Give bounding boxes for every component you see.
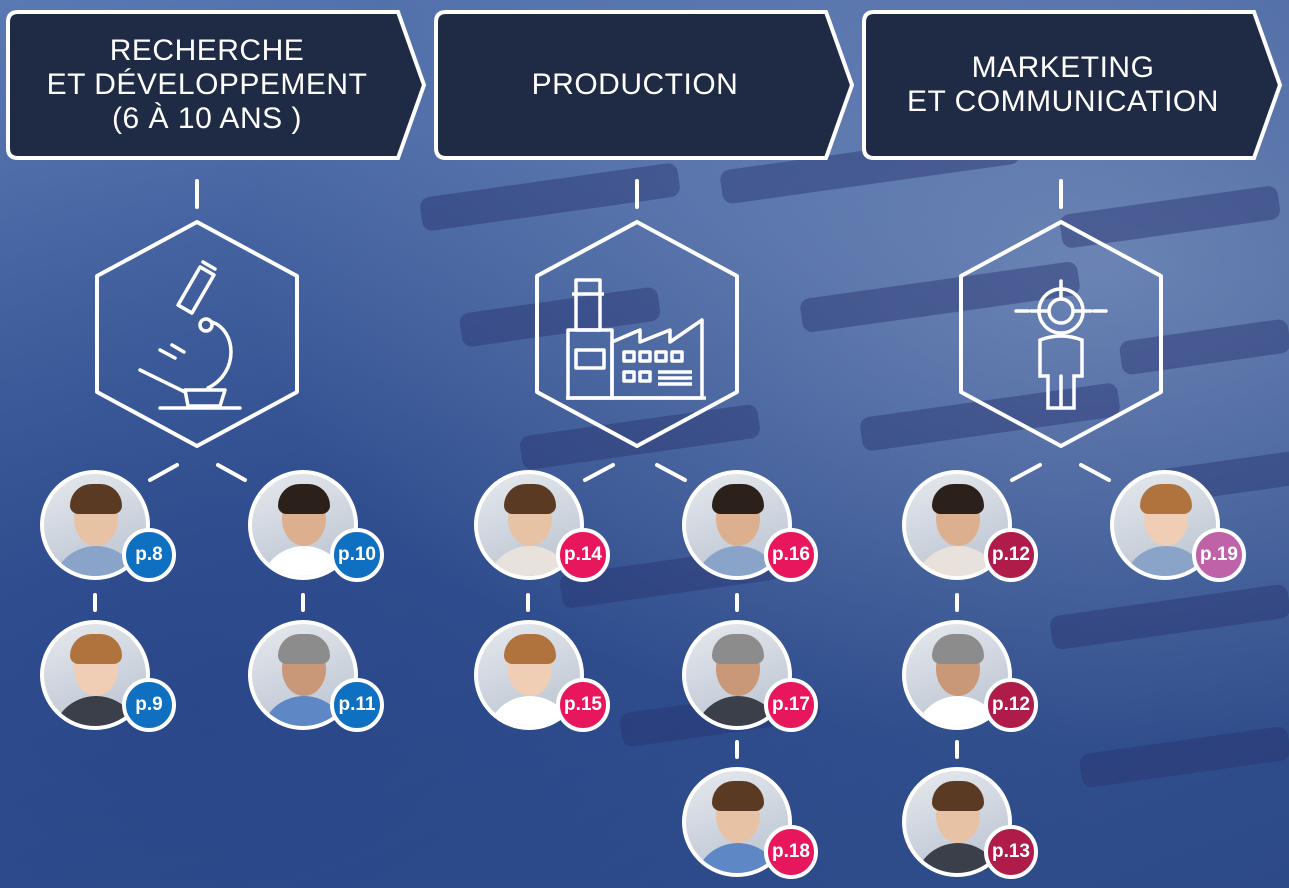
banner-shape-rd: [6, 10, 427, 160]
page-badge[interactable]: p.12: [984, 678, 1038, 732]
factory-icon: [566, 278, 706, 400]
banner-shape-marketing: [862, 10, 1283, 160]
page-badge[interactable]: p.17: [764, 678, 818, 732]
page-badge[interactable]: p.9: [122, 678, 176, 732]
banner-marketing-communication: MARKETING ET COMMUNICATION: [907, 51, 1219, 118]
page-badge[interactable]: p.13: [984, 825, 1038, 879]
page-badge[interactable]: p.8: [122, 528, 176, 582]
page-badge[interactable]: p.11: [330, 678, 384, 732]
banner-recherche-developpement: RECHERCHE ET DÉVELOPPEMENT (6 À 10 ANS ): [46, 34, 368, 135]
hexagon-production: [535, 220, 739, 448]
page-badge[interactable]: p.12: [984, 528, 1038, 582]
banner-shape-production: [434, 10, 855, 160]
portrait-photo: [248, 470, 358, 580]
page-badge[interactable]: p.15: [556, 678, 610, 732]
hexagon-rd: [95, 220, 299, 448]
page-badge[interactable]: p.10: [330, 528, 384, 582]
hexagon-marketing: [959, 220, 1163, 448]
target-person-icon: [1014, 279, 1108, 410]
page-badge[interactable]: p.14: [556, 528, 610, 582]
microscope-icon: [138, 260, 242, 410]
portrait-photo: [682, 470, 792, 580]
page-badge[interactable]: p.18: [764, 825, 818, 879]
page-badge[interactable]: p.19: [1192, 528, 1246, 582]
banner-production: PRODUCTION: [531, 68, 739, 101]
page-badge[interactable]: p.16: [764, 528, 818, 582]
